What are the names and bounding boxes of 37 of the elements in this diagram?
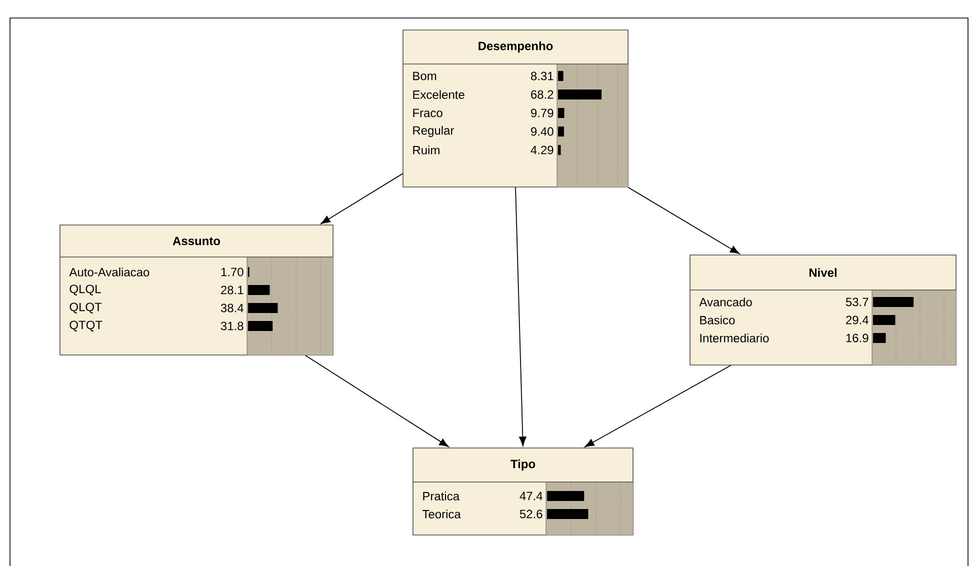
probability-value: 16.9 [846,334,868,342]
state-label: Excelente [413,90,464,99]
arrow [515,186,526,446]
node-title: Nivel [809,268,836,277]
state-label: QLQT [70,302,102,314]
probability-value: 38.4 [220,304,244,312]
probability-value: 9.40 [531,127,554,136]
arrow [304,354,449,448]
state-label: Bom [413,72,436,80]
probability-value: 8.31 [530,72,554,80]
state-label: Teorica [422,510,461,518]
probability-value: 4.29 [530,146,554,154]
arrow [320,173,404,224]
probability-value: 52.6 [520,510,542,518]
arrow [628,186,740,254]
node-title: Tipo [510,459,536,471]
state-label: Fraco [413,108,442,118]
arrow [584,364,732,448]
probability-value: 47.4 [520,492,542,500]
probability-value: 9.79 [531,108,554,118]
state-label: Auto-Avaliacao [69,268,150,276]
probability-value: 31.8 [220,322,244,330]
state-label: Ruim [413,146,440,154]
probability-value: 1.70 [221,268,244,276]
state-label: Intermediario [700,334,769,342]
state-label: Regular [413,126,454,138]
state-label: Pratica [423,492,460,500]
probability-value: 53.7 [846,298,868,306]
state-label: Avancado [699,298,752,306]
probability-value: 28.1 [221,286,244,294]
state-label: QTQT [70,320,102,332]
node-title: Assunto [172,236,220,246]
node-title: Desempenho [478,41,553,53]
probability-value: 29.4 [846,316,868,324]
state-label: Basico [700,316,735,324]
state-label: QLQL [70,284,101,296]
probability-value: 68.2 [531,90,554,99]
